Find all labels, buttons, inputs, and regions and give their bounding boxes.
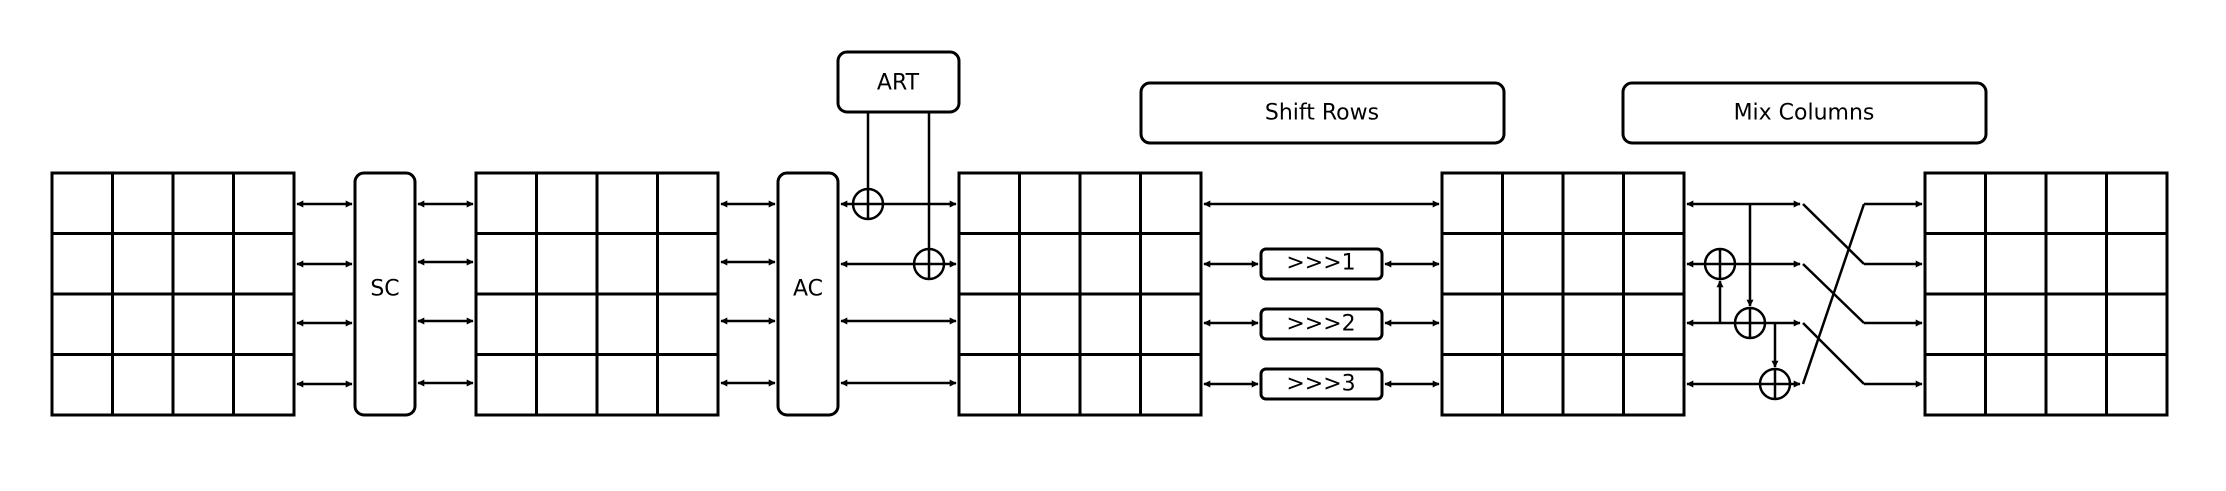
mix-columns-box: [1621, 81, 1988, 145]
arrows-state1-sc: [296, 200, 353, 388]
rot1-box: [1259, 247, 1384, 281]
xor-art-row2-icon: [912, 247, 946, 281]
xor-mix-row4-icon: [1758, 367, 1792, 401]
rot3-box: [1259, 367, 1384, 401]
mix-columns-label: Mix Columns: [1734, 101, 1875, 126]
xor-mix-row3-icon: [1733, 306, 1767, 340]
shift-rows-label: Shift Rows: [1265, 101, 1379, 126]
rot2-label: >>>2: [1286, 312, 1355, 337]
ac-label: AC: [793, 277, 823, 302]
ac-box: [776, 171, 840, 417]
sc-box: [353, 171, 417, 417]
xor-art-row1-icon: [851, 187, 885, 221]
art-label: ART: [877, 71, 920, 96]
state-grid-4: [1440, 171, 1686, 417]
arrows-ac-state3: [840, 200, 957, 387]
state-grid-1: [50, 171, 296, 417]
xor-mix-row2-icon: [1703, 247, 1737, 281]
rot3-label: >>>3: [1286, 372, 1355, 397]
state-grid-5: [1923, 171, 2169, 417]
state-grid-2: [474, 171, 720, 417]
mix-columns-network: [1686, 200, 1923, 388]
arrows-sc-state2: [417, 200, 474, 387]
rot1-label: >>>1: [1286, 251, 1355, 276]
shift-rows-box: [1139, 81, 1506, 145]
rot2-box: [1259, 307, 1384, 341]
arrows-shift-rows: [1203, 200, 1440, 388]
state-grid-3: [957, 171, 1203, 417]
arrows-state2-ac: [720, 200, 776, 387]
art-feed-lines: [866, 112, 931, 248]
sc-label: SC: [370, 277, 399, 302]
art-box: [836, 50, 961, 114]
